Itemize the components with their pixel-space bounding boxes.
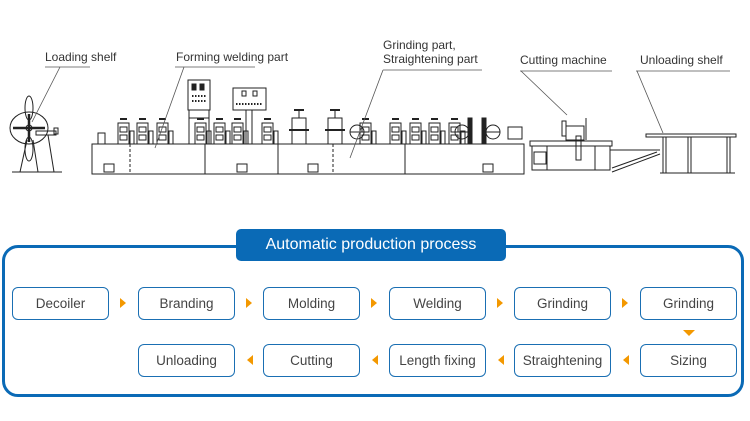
step-welding: Welding <box>389 287 486 320</box>
arrow-left-icon <box>247 355 253 365</box>
unloading-shelf <box>645 133 737 174</box>
arrow-right-icon <box>371 298 377 308</box>
step-unloading: Unloading <box>138 344 235 377</box>
label-unloading-shelf: Unloading shelf <box>640 53 723 67</box>
roller-stand <box>389 118 407 145</box>
roller-stand <box>428 118 446 145</box>
roller-stand <box>409 118 427 145</box>
label-cutting-machine: Cutting machine <box>520 53 607 67</box>
control-panel <box>232 87 267 144</box>
arrow-right-icon <box>497 298 503 308</box>
cutting-machine <box>529 118 661 173</box>
straightening-stand <box>289 109 309 145</box>
production-line-drawing <box>9 66 737 175</box>
step-branding: Branding <box>138 287 235 320</box>
arrow-left-icon <box>372 355 378 365</box>
step-sizing: Sizing <box>640 344 737 377</box>
control-cabinet <box>187 79 211 145</box>
feeder <box>97 132 106 145</box>
grinding-head <box>454 124 470 140</box>
label-forming-welding: Forming welding part <box>176 50 289 64</box>
step-grinding-1: Grinding <box>514 287 611 320</box>
decoiler-machine <box>9 95 62 173</box>
arrow-right-icon <box>246 298 252 308</box>
label-grinding-part: Grinding part, <box>383 38 456 52</box>
grinding-head <box>485 124 501 140</box>
label-straightening-part: Straightening part <box>383 52 478 66</box>
label-loading-shelf: Loading shelf <box>45 50 117 64</box>
leader-lines <box>31 66 730 159</box>
step-molding: Molding <box>263 287 360 320</box>
arrow-right-icon <box>622 298 628 308</box>
roller-stand <box>136 118 154 145</box>
arrow-down-icon <box>683 330 695 336</box>
guide-post <box>481 117 487 145</box>
arrow-left-icon <box>498 355 504 365</box>
guide-post <box>467 117 473 145</box>
roller-stand <box>261 118 279 145</box>
motor <box>507 126 523 140</box>
roller-stands <box>97 109 523 145</box>
process-frame <box>2 245 744 397</box>
roller-stand <box>213 118 231 145</box>
step-straightening: Straightening <box>514 344 611 377</box>
step-decoiler: Decoiler <box>12 287 109 320</box>
arrow-right-icon <box>120 298 126 308</box>
straightening-stand <box>325 109 345 145</box>
roller-stand <box>117 118 135 145</box>
roller-stand <box>359 118 377 145</box>
arrow-left-icon <box>623 355 629 365</box>
process-title: Automatic production process <box>236 229 506 261</box>
roller-stand <box>156 118 174 145</box>
step-length-fixing: Length fixing <box>389 344 486 377</box>
step-grinding-2: Grinding <box>640 287 737 320</box>
step-cutting: Cutting <box>263 344 360 377</box>
forming-welding-bed <box>91 143 525 175</box>
